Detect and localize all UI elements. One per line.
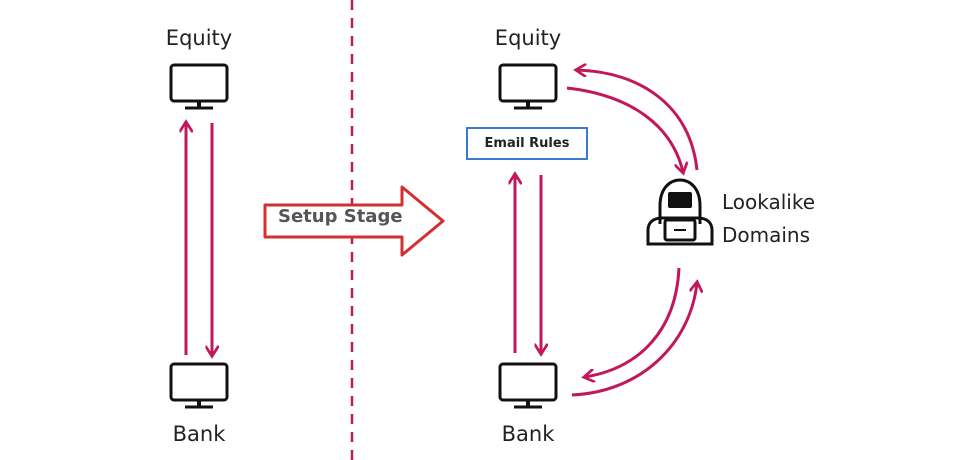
curved-arrow-equity-to-attacker bbox=[566, 86, 683, 172]
lookalike-label-line2: Domains bbox=[722, 223, 811, 247]
curved-arrow-bank-to-attacker bbox=[571, 283, 697, 397]
computer-icon bbox=[169, 362, 229, 409]
email-rules-box: Email Rules bbox=[466, 127, 588, 160]
equity-label-before: Equity bbox=[165, 26, 233, 50]
computer-icon bbox=[169, 63, 229, 110]
lookalike-label-line1: Lookalike bbox=[722, 190, 816, 214]
email-rules-label: Email Rules bbox=[484, 136, 570, 151]
bank-label-before: Bank bbox=[172, 422, 226, 446]
equity-label-after: Equity bbox=[494, 26, 562, 50]
hacker-icon bbox=[646, 178, 714, 246]
setup-stage-label: Setup Stage bbox=[278, 206, 403, 227]
computer-icon bbox=[498, 63, 558, 110]
curved-arrow-attacker-to-equity bbox=[577, 70, 699, 171]
curved-arrow-attacker-to-bank bbox=[585, 267, 681, 377]
computer-icon bbox=[498, 362, 558, 409]
setup-stage-arrow bbox=[263, 185, 445, 257]
bank-label-after: Bank bbox=[501, 422, 555, 446]
lookalike-domains-label: Lookalike Domains bbox=[722, 186, 815, 252]
